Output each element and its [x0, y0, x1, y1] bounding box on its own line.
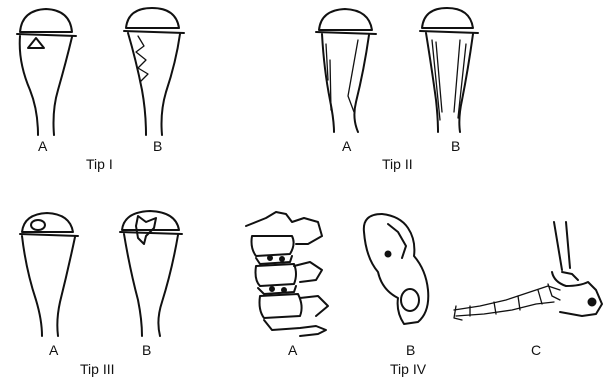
tip1-b-bone-drawing — [124, 8, 184, 135]
tip3-b-bone-drawing — [120, 211, 182, 336]
tip3-label-a: A — [49, 343, 58, 357]
tip2-b-bone-drawing — [420, 8, 478, 132]
tip4-label-a: A — [288, 343, 297, 357]
tip4-caption: Tip IV — [390, 362, 426, 376]
pelvis-drawing — [364, 214, 428, 324]
tip3-label-b: B — [142, 343, 151, 357]
tip1-a-bone-drawing — [17, 9, 76, 135]
tip2-caption: Tip II — [382, 157, 413, 171]
tip3-caption: Tip III — [80, 362, 115, 376]
spine-drawing — [246, 212, 328, 336]
tip2-a-bone-drawing — [316, 9, 376, 132]
tip2-label-b: B — [451, 139, 460, 153]
tip2-label-a: A — [342, 139, 351, 153]
foot-drawing — [454, 222, 602, 320]
tip1-label-b: B — [153, 139, 162, 153]
tip4-label-c: C — [531, 343, 541, 357]
tip1-label-a: A — [38, 139, 47, 153]
tip1-caption: Tip I — [86, 157, 113, 171]
tip3-a-bone-drawing — [20, 213, 78, 336]
tip4-label-b: B — [406, 343, 415, 357]
